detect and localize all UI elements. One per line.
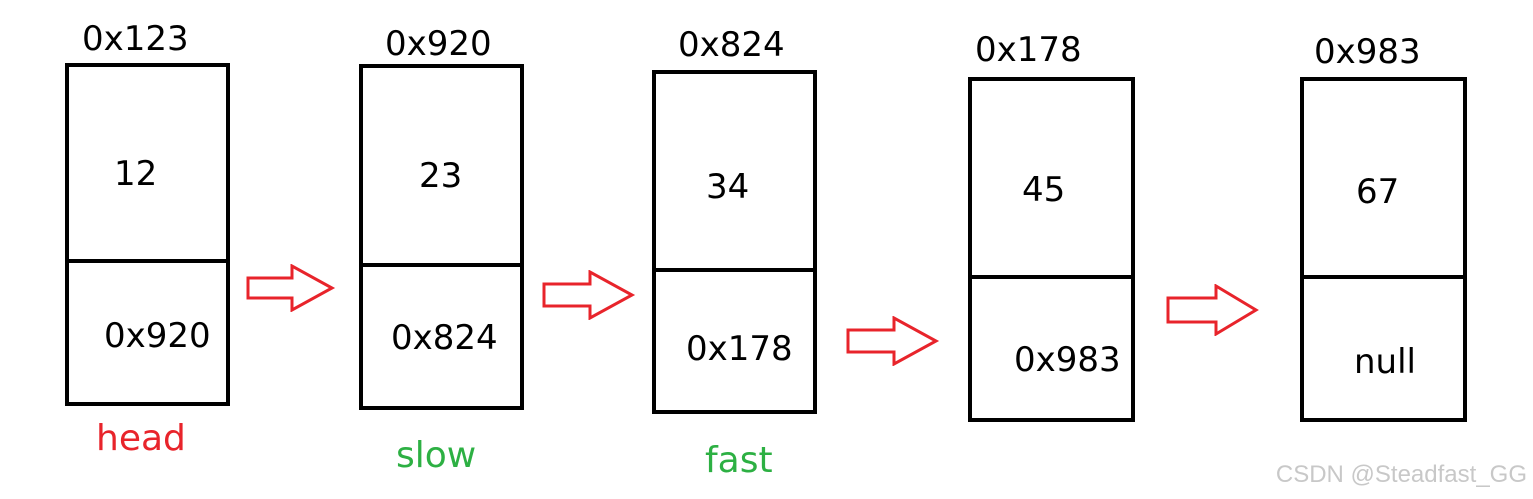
next-arrow (246, 264, 336, 312)
node-next-pointer: 0x983 (1014, 340, 1121, 380)
node-address: 0x123 (82, 19, 189, 59)
node-address: 0x983 (1314, 32, 1421, 72)
node-next-pointer: 0x920 (104, 316, 211, 356)
node-value-cell: 34 (656, 74, 813, 272)
next-arrow (846, 316, 940, 366)
list-node: 34 0x178 (652, 70, 817, 414)
fast-pointer-label: fast (705, 440, 773, 481)
list-node: 67 null (1300, 77, 1467, 422)
node-value: 45 (1022, 170, 1066, 210)
list-node: 45 0x983 (968, 77, 1135, 422)
next-arrow (1166, 284, 1259, 336)
node-address: 0x178 (975, 30, 1082, 70)
node-value-cell: 45 (972, 81, 1131, 279)
node-address: 0x824 (678, 25, 785, 65)
watermark: CSDN @Steadfast_GG (1275, 461, 1527, 488)
node-next-pointer: null (1354, 342, 1416, 382)
node-next-pointer: 0x824 (391, 318, 498, 358)
node-value: 67 (1356, 172, 1400, 212)
head-pointer-label: head (96, 418, 186, 459)
node-value: 23 (419, 156, 463, 196)
node-value-cell: 12 (69, 67, 226, 263)
list-node: 23 0x824 (359, 64, 524, 410)
node-value: 12 (114, 154, 158, 194)
list-node: 12 0x920 (65, 63, 230, 406)
next-arrow (542, 270, 636, 320)
node-value-cell: 67 (1304, 81, 1463, 279)
node-value-cell: 23 (363, 68, 520, 267)
node-value: 34 (706, 167, 750, 207)
node-address: 0x920 (385, 24, 492, 64)
node-next-pointer: 0x178 (686, 329, 793, 369)
slow-pointer-label: slow (396, 435, 477, 476)
